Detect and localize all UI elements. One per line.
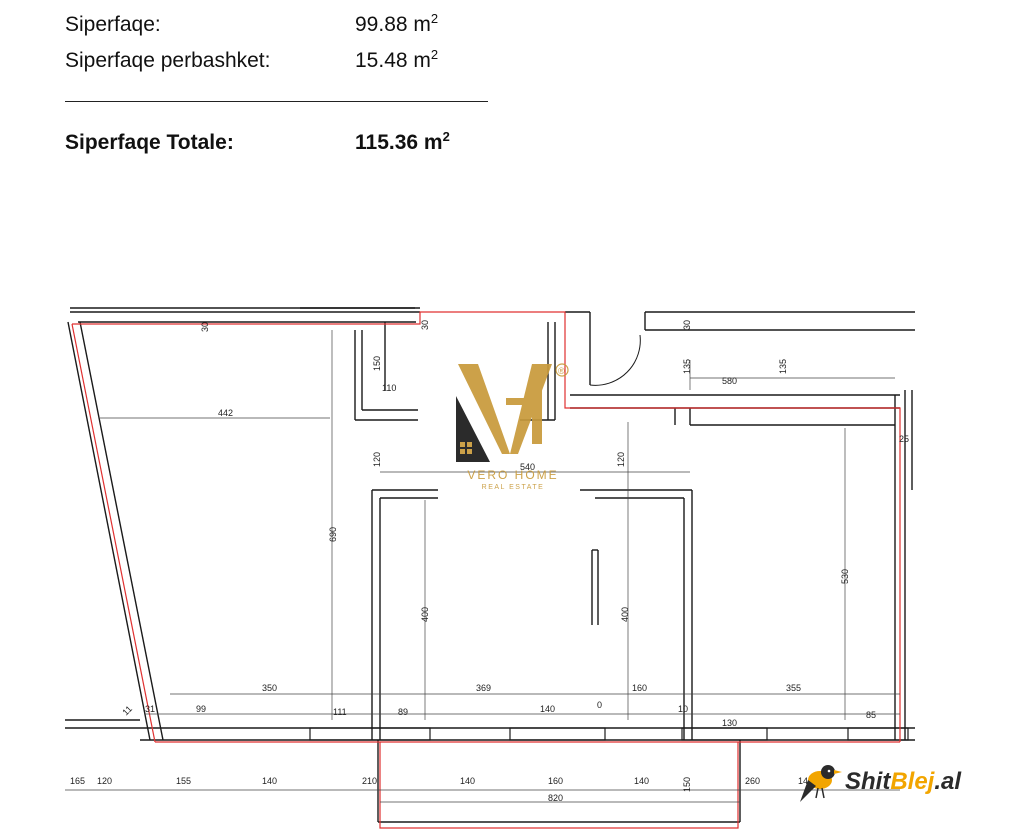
dim-11: 11 — [120, 704, 134, 718]
dim-140b: 140 — [262, 776, 277, 786]
dim-160b: 160 — [548, 776, 563, 786]
total-label: Siperfaqe Totale: — [65, 131, 234, 154]
vh-logo-icon: ® — [456, 363, 569, 462]
dim-400a: 400 — [420, 607, 430, 622]
dim-110: 110 — [382, 383, 396, 393]
dim-120b: 120 — [616, 452, 626, 467]
area-summary: Siperfaqe: 99.88 m2 Siperfaqe perbashket… — [65, 8, 495, 158]
bird-icon — [800, 765, 842, 802]
divider-line — [65, 101, 488, 102]
dim-210: 210 — [362, 776, 377, 786]
dim-30a: 30 — [200, 322, 210, 332]
dim-150: 150 — [372, 356, 382, 371]
dim-150b: 150 — [682, 777, 692, 792]
dim-350: 350 — [262, 683, 277, 693]
dim-30b: 30 — [420, 320, 430, 330]
dim-30c: 30 — [682, 320, 692, 330]
dim-820: 820 — [548, 793, 563, 803]
watermark-subtitle: REAL ESTATE — [481, 484, 545, 491]
dim-130: 130 — [722, 718, 737, 728]
vero-home-watermark: ® VERO HOME REAL ESTATE — [448, 358, 578, 498]
area-row-shared: Siperfaqe perbashket: 15.48 m2 — [65, 46, 495, 76]
area-label: Siperfaqe perbashket: — [65, 49, 271, 72]
dim-140c: 140 — [460, 776, 475, 786]
dim-400b: 400 — [620, 607, 630, 622]
dim-89: 89 — [398, 707, 408, 717]
dim-120c: 120 — [97, 776, 112, 786]
logo-wordmark: ShitBlej.al — [845, 768, 962, 795]
dim-140a: 140 — [540, 704, 555, 714]
dim-165: 165 — [70, 776, 85, 786]
dim-140e: 140 — [798, 776, 813, 786]
dim-155: 155 — [176, 776, 191, 786]
dim-31: 31 — [145, 704, 155, 714]
dim-135b: 135 — [778, 359, 788, 374]
watermark-title: VERO HOME — [467, 468, 559, 482]
dimension-lines — [65, 330, 900, 803]
floor-plan-drawing: 442 150 110 30 30 30 135 135 580 25 120 … — [65, 307, 915, 829]
floor-plan: 442 150 110 30 30 30 135 135 580 25 120 … — [0, 250, 1024, 835]
dim-10: 10 — [678, 704, 688, 714]
dim-0: 0 — [597, 700, 602, 710]
dim-135a: 135 — [682, 359, 692, 374]
shitblej-logo: ShitBlej.al — [798, 758, 1008, 808]
dim-160: 160 — [632, 683, 647, 693]
area-value: 15.48 m2 — [355, 47, 439, 72]
dim-111: 111 — [333, 707, 347, 717]
outline-red — [71, 311, 901, 829]
dim-690: 690 — [328, 527, 338, 542]
dim-140d: 140 — [634, 776, 649, 786]
area-row-siperfaqe: Siperfaqe: 99.88 m2 — [65, 10, 495, 40]
dim-99: 99 — [196, 704, 206, 714]
registered-mark: ® — [558, 366, 565, 376]
dim-530: 530 — [840, 569, 850, 584]
dim-580: 580 — [722, 376, 737, 386]
area-value: 99.88 m2 — [355, 11, 439, 36]
dim-260: 260 — [745, 776, 760, 786]
total-value: 115.36 m2 — [355, 129, 450, 154]
dim-25a: 25 — [899, 434, 909, 444]
dim-85: 85 — [866, 710, 876, 720]
dim-540: 540 — [520, 462, 535, 472]
area-label: Siperfaqe: — [65, 13, 161, 36]
area-row-total: Siperfaqe Totale: 115.36 m2 — [65, 128, 495, 158]
dim-369: 369 — [476, 683, 491, 693]
dim-120a: 120 — [372, 452, 382, 467]
dim-442: 442 — [218, 408, 233, 418]
dim-355: 355 — [786, 683, 801, 693]
